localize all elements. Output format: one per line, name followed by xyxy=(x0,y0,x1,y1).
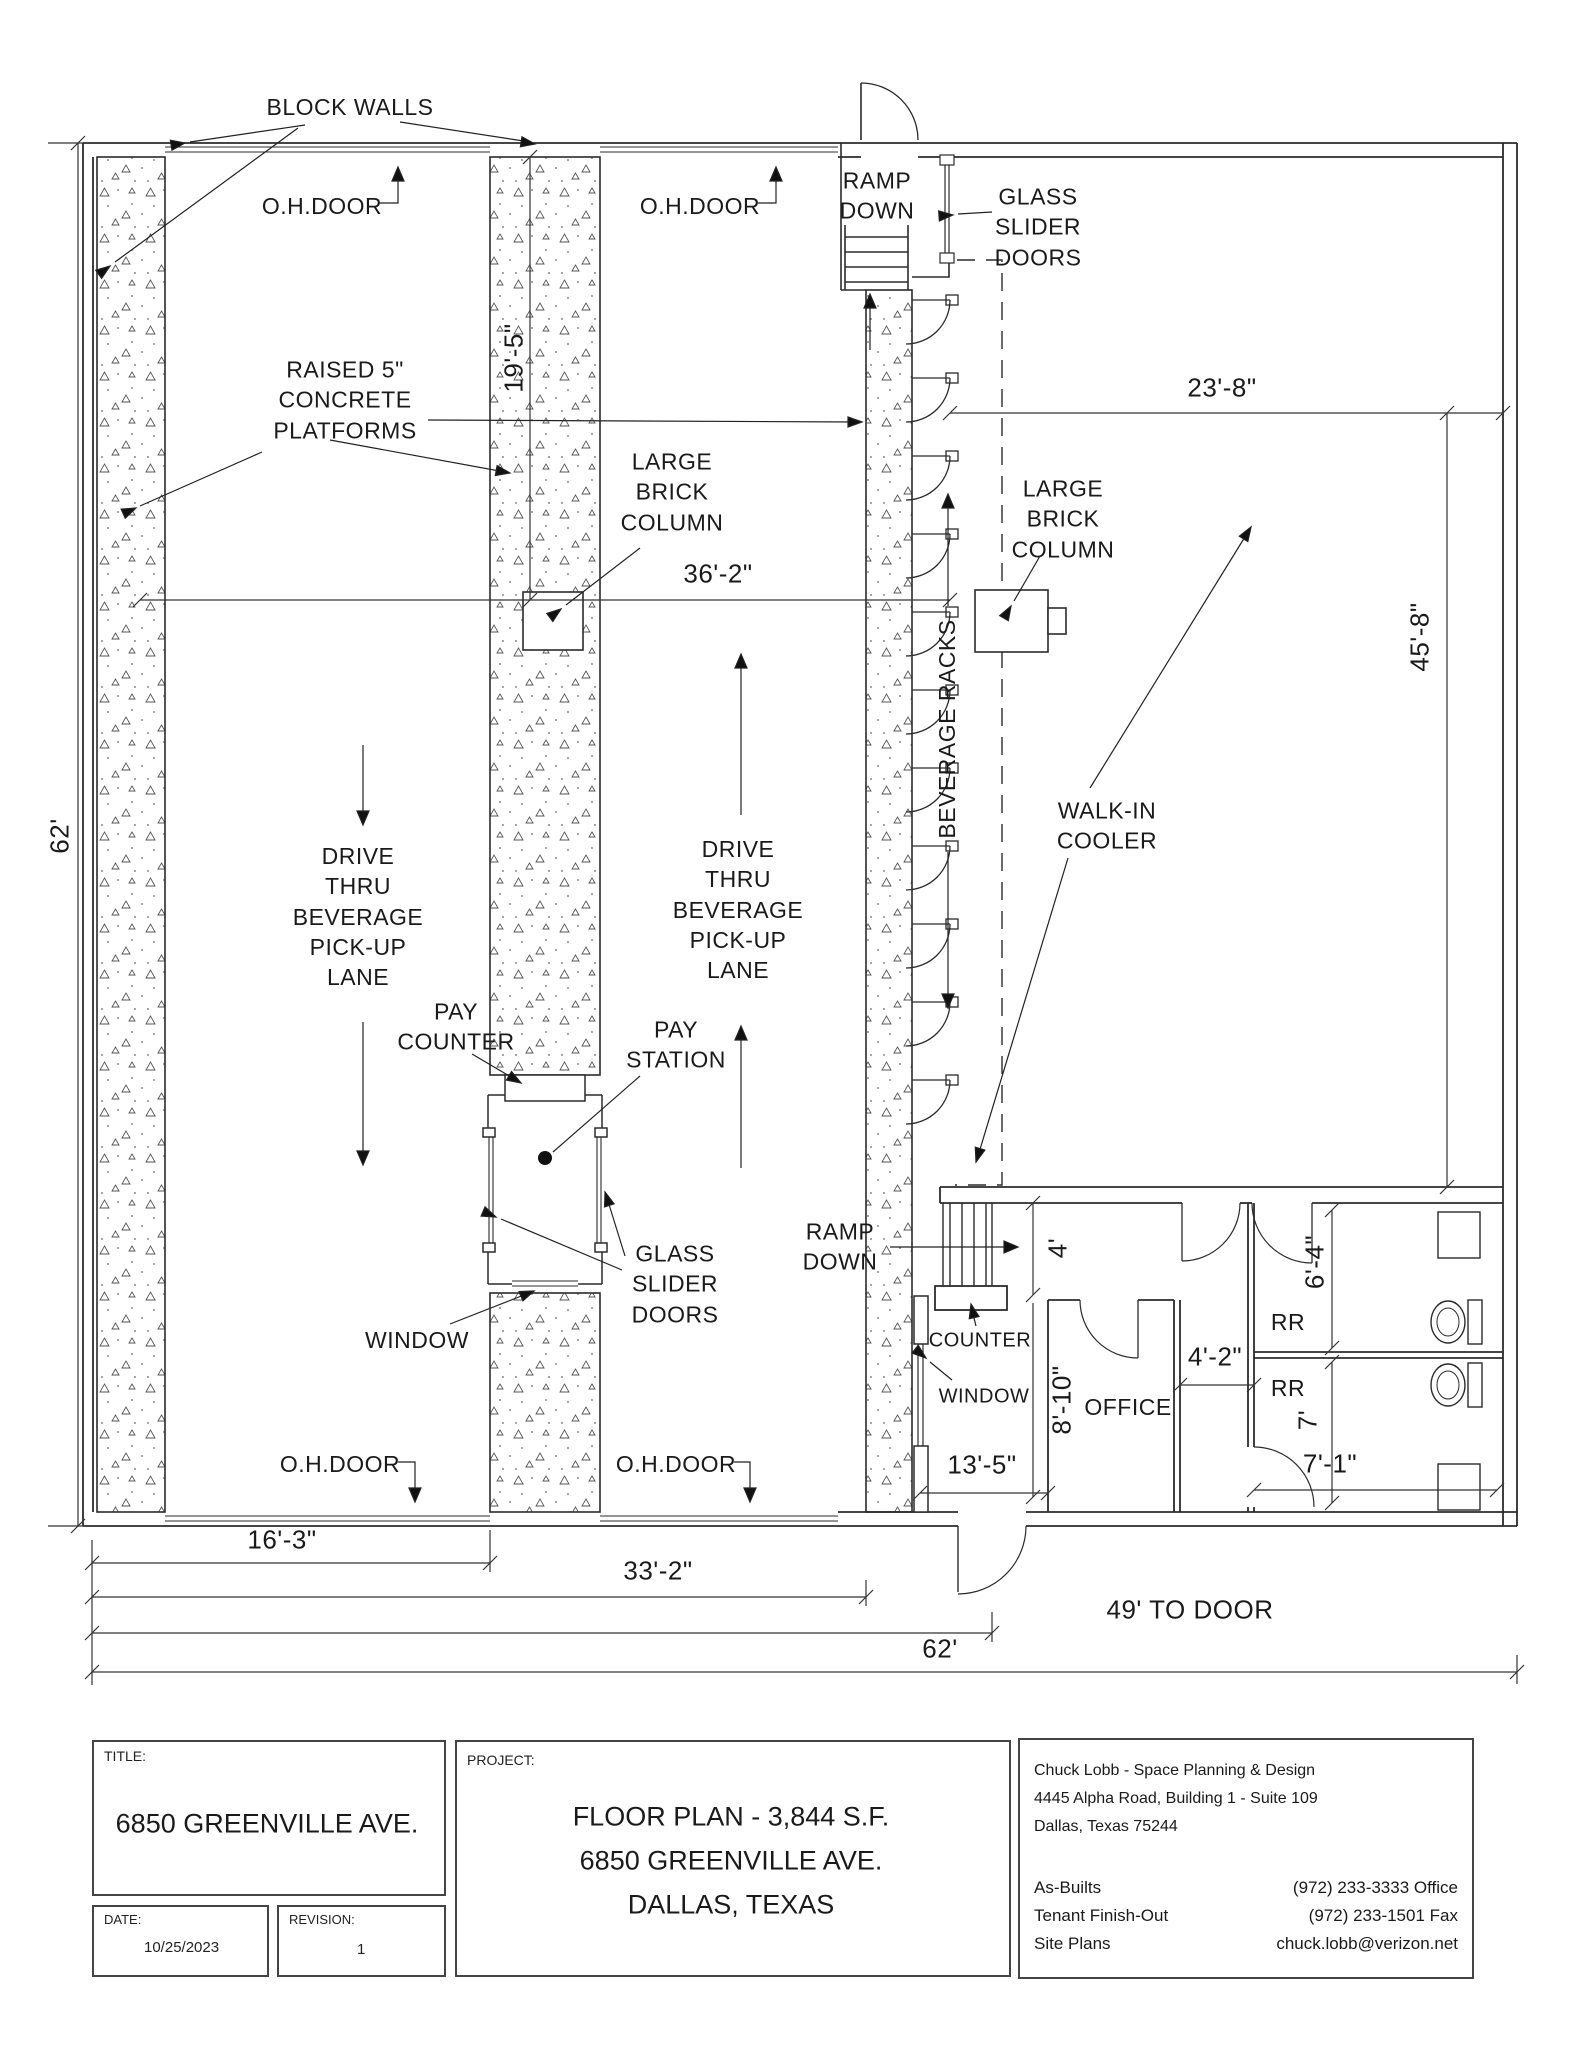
top-ramp-vestibule xyxy=(840,82,955,291)
dim-23-8: 23'-8" xyxy=(1187,372,1257,403)
sink-rr2 xyxy=(1437,1463,1481,1511)
beverage-rack-doors xyxy=(905,294,959,1125)
dim-8-10: 8'-10" xyxy=(1046,1365,1077,1435)
restroom-fixtures xyxy=(1430,1211,1483,1511)
dim-7-1: 7'-1" xyxy=(1302,1448,1358,1479)
service-1: As-Builts xyxy=(1034,1878,1102,1897)
project-label: PROJECT: xyxy=(467,1752,535,1768)
order-window xyxy=(913,1295,929,1513)
back-of-house-walls xyxy=(913,1186,1503,1513)
large-brick-column-right-shape xyxy=(974,589,1049,653)
label-large-brick-column-right: LARGE BRICK COLUMN xyxy=(1011,475,1115,563)
label-drive-thru-lane-left: DRIVE THRU BEVERAGE PICK-UP LANE xyxy=(292,843,424,991)
left-platform xyxy=(96,156,166,1513)
booth-window xyxy=(512,1280,578,1287)
label-pay-counter: PAY COUNTER xyxy=(397,998,515,1055)
label-oh-door-top-center: O.H.DOOR xyxy=(639,192,761,219)
dim-7: 7' xyxy=(1292,1409,1323,1431)
dim-16-3: 16'-3" xyxy=(247,1524,317,1555)
middle-platform-lower xyxy=(489,1292,601,1513)
pay-station-point xyxy=(538,1151,552,1165)
service-2: Tenant Finish-Out xyxy=(1034,1906,1169,1925)
ramp-stairs-bottom xyxy=(942,1203,993,1286)
label-drive-thru-lane-right: DRIVE THRU BEVERAGE PICK-UP LANE xyxy=(672,836,804,984)
dim-4-2: 4'-2" xyxy=(1187,1341,1243,1372)
label-window-mid: WINDOW xyxy=(365,1326,469,1353)
service-3: Site Plans xyxy=(1034,1934,1111,1953)
dim-62-left: 62' xyxy=(44,818,75,854)
label-block-walls: BLOCK WALLS xyxy=(266,93,434,120)
leader-lines xyxy=(94,121,1252,1504)
dim-45-8: 45'-8" xyxy=(1404,602,1435,672)
label-walk-in-cooler: WALK-IN COOLER xyxy=(1056,797,1158,854)
label-glass-slider-doors-top: GLASS SLIDER DOORS xyxy=(994,183,1082,271)
revision-box: REVISION: 1 xyxy=(277,1905,446,1977)
label-office: OFFICE xyxy=(1084,1393,1172,1420)
glass-slider-doors-booth xyxy=(488,1135,602,1245)
label-ramp-down-bottom: RAMP DOWN xyxy=(802,1218,878,1275)
label-raised-platforms: RAISED 5" CONCRETE PLATFORMS xyxy=(273,356,417,444)
date-label: DATE: xyxy=(104,1912,142,1927)
label-pay-station: PAY STATION xyxy=(626,1016,726,1073)
title-box: TITLE: xyxy=(92,1740,446,1896)
label-oh-door-bottom-center: O.H.DOOR xyxy=(615,1450,737,1477)
title-label: TITLE: xyxy=(104,1748,147,1764)
overhead-door-lines xyxy=(165,146,838,1522)
pay-station-booth xyxy=(482,1074,608,1287)
right-platform xyxy=(865,289,913,1513)
toilet-rr2 xyxy=(1430,1362,1483,1408)
revision-value: 1 xyxy=(357,1941,366,1958)
firm-address-1: 4445 Alpha Road, Building 1 - Suite 109 xyxy=(1034,1790,1318,1807)
label-oh-door-top-left: O.H.DOOR xyxy=(261,192,383,219)
label-counter: COUNTER xyxy=(928,1329,1032,1352)
firm-name: Chuck Lobb - Space Planning & Design xyxy=(1034,1762,1316,1779)
revision-label: REVISION: xyxy=(289,1912,355,1927)
toilet-rr1 xyxy=(1430,1299,1483,1345)
dim-6-4: 6'-4" xyxy=(1299,1234,1330,1290)
project-line-2: 6850 GREENVILLE AVE. xyxy=(579,1845,883,1876)
project-line-3: DALLAS, TEXAS xyxy=(627,1889,835,1920)
label-glass-slider-doors-mid: GLASS SLIDER DOORS xyxy=(631,1240,719,1328)
label-window-bottom: WINDOW xyxy=(938,1385,1030,1408)
exterior-walls xyxy=(82,142,1518,1527)
cooler-dashed-boundary xyxy=(955,259,1003,1186)
label-large-brick-column-left: LARGE BRICK COLUMN xyxy=(620,448,724,536)
date-box: DATE: 10/25/2023 xyxy=(92,1905,269,1977)
entry-door-top xyxy=(860,82,919,141)
contact-office: (972) 233-3333 Office xyxy=(1292,1878,1458,1897)
label-beverage-racks: BEVERAGE RACKS xyxy=(933,619,960,839)
date-value: 10/25/2023 xyxy=(144,1939,220,1956)
glass-slider-door-top xyxy=(912,154,955,278)
dim-62-bottom: 62' xyxy=(922,1633,958,1664)
dim-49-to-door: 49' TO DOOR xyxy=(1106,1594,1274,1625)
label-rr-1: RR xyxy=(1270,1308,1306,1335)
dim-19-5: 19'-5" xyxy=(498,323,529,393)
dim-13-5: 13'-5" xyxy=(947,1449,1017,1480)
entry-door-bottom xyxy=(957,1525,1027,1595)
label-ramp-down-top: RAMP DOWN xyxy=(839,167,915,224)
label-oh-door-bottom-left: O.H.DOOR xyxy=(279,1450,401,1477)
title-value: 6850 GREENVILLE AVE. xyxy=(115,1808,419,1839)
dim-33-2: 33'-2" xyxy=(623,1555,693,1586)
dimension-lines xyxy=(48,135,1525,1685)
label-rr-2: RR xyxy=(1270,1374,1306,1401)
firm-box: Chuck Lobb - Space Planning & Design 444… xyxy=(1018,1738,1474,1979)
sink-rr1 xyxy=(1437,1211,1481,1259)
brick-columns xyxy=(522,589,1067,653)
project-line-1: FLOOR PLAN - 3,844 S.F. xyxy=(572,1801,890,1832)
dim-4: 4' xyxy=(1042,1237,1073,1259)
dim-36-2: 36'-2" xyxy=(683,558,753,589)
firm-address-2: Dallas, Texas 75244 xyxy=(1034,1818,1178,1835)
project-box: PROJECT: xyxy=(455,1740,1011,1977)
contact-fax: (972) 233-1501 Fax xyxy=(1308,1906,1458,1925)
contact-email: chuck.lobb@verizon.net xyxy=(1276,1934,1458,1953)
